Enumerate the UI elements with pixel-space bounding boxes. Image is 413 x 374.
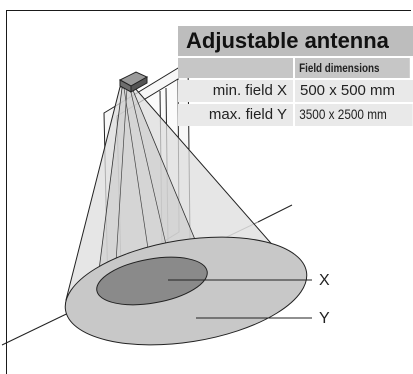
antenna-icon <box>118 71 149 93</box>
table-header-blank-cell <box>178 58 293 78</box>
callout-label-x: X <box>319 272 330 289</box>
table-row-max-label: max. field Y <box>178 104 293 126</box>
beam-rays <box>114 87 171 279</box>
title-bar <box>178 26 413 56</box>
inner-field-ellipse-x <box>96 256 208 306</box>
table-header-field-dimensions: Field dimensions <box>295 58 410 78</box>
figure-title: Adjustable antenna <box>186 28 389 53</box>
figure-frame <box>6 10 411 374</box>
callout-label-y: Y <box>319 310 330 327</box>
table-row-min-label: min. field X <box>178 80 293 102</box>
table-row-max-value: 3500 x 2500 mm <box>295 104 413 126</box>
table-row-min-value: 500 x 500 mm <box>295 80 413 102</box>
floor-line-right <box>257 204 293 223</box>
